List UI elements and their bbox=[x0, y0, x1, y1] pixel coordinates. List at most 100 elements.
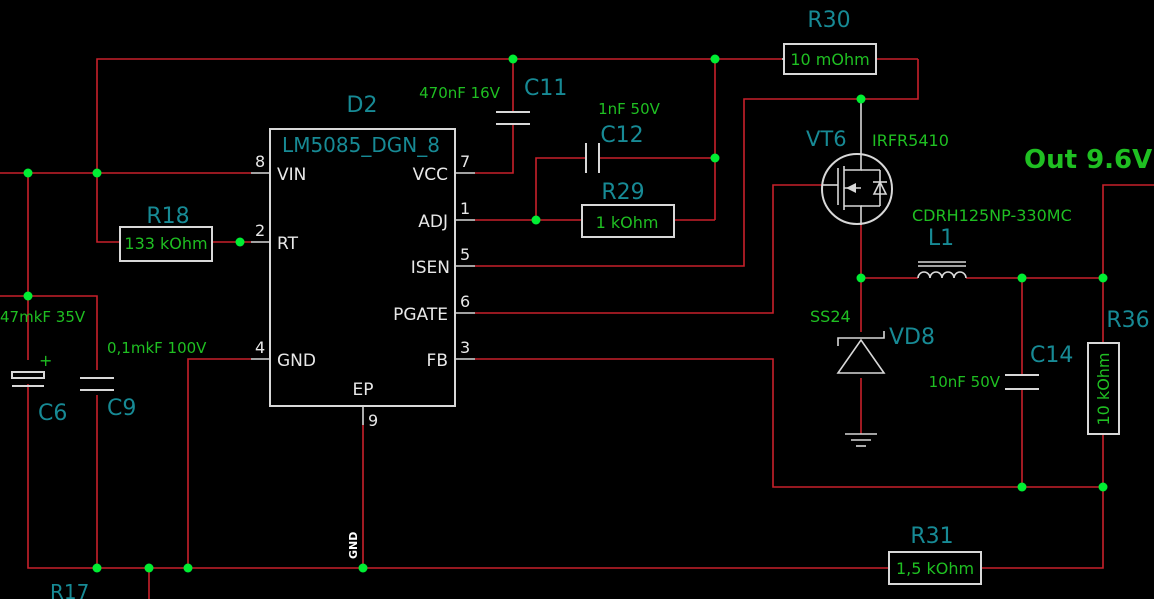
pin-isen-num: 5 bbox=[460, 245, 470, 264]
r29-value: 1 kOhm bbox=[596, 213, 659, 232]
ground-symbol bbox=[845, 433, 877, 447]
junction bbox=[1017, 482, 1027, 492]
vt6-value: IRFR5410 bbox=[872, 131, 949, 150]
wire-c11-vcc bbox=[475, 124, 514, 174]
r18-body bbox=[119, 226, 213, 262]
pin-gnd-name: GND bbox=[277, 351, 316, 371]
vd8-ref: VD8 bbox=[889, 325, 935, 350]
capacitor-c12[interactable]: C12 1nF 50V bbox=[585, 100, 661, 173]
inductor-l1[interactable]: L1 CDRH125NP-330MC bbox=[912, 206, 1072, 279]
l1-ref: L1 bbox=[928, 226, 954, 251]
vd8-bar bbox=[837, 331, 885, 346]
junction bbox=[531, 215, 541, 225]
capacitor-c14[interactable]: C14 10nF 50V bbox=[929, 343, 1074, 391]
wire-out-rail bbox=[1102, 184, 1154, 278]
junction bbox=[710, 153, 720, 163]
resistor-r18[interactable]: R18 133 kOhm bbox=[119, 204, 213, 262]
resistor-r31[interactable]: R31 1,5 kOhm bbox=[888, 524, 982, 585]
l1-coil bbox=[917, 271, 967, 279]
ic-ref: D2 bbox=[347, 93, 378, 118]
vd8-value: SS24 bbox=[810, 307, 851, 326]
diode-vd8[interactable]: VD8 SS24 bbox=[810, 307, 935, 374]
c14-value: 10nF 50V bbox=[929, 373, 1001, 391]
pin-gnd-num: 4 bbox=[255, 338, 265, 357]
r31-ref: R31 bbox=[910, 524, 953, 549]
c11-value: 470nF 16V bbox=[419, 84, 501, 102]
mosfet-vt6[interactable]: VT6 IRFR5410 bbox=[806, 99, 949, 225]
r18-ref: R18 bbox=[146, 204, 189, 229]
wires bbox=[0, 58, 1154, 599]
r31-body bbox=[888, 551, 982, 585]
junction bbox=[710, 54, 720, 64]
resistor-r29[interactable]: R29 1 kOhm bbox=[581, 180, 675, 238]
capacitor-c11[interactable]: C11 470nF 16V bbox=[419, 76, 567, 125]
wire-bottom-rail bbox=[27, 420, 889, 569]
wire-r18-left bbox=[96, 173, 120, 243]
r18-value: 133 kOhm bbox=[124, 234, 207, 253]
pin-adj-name: ADJ bbox=[418, 212, 448, 232]
junction bbox=[1098, 482, 1108, 492]
wire-c9-top bbox=[28, 295, 98, 370]
junction bbox=[144, 563, 154, 573]
resistor-r17[interactable]: R17 bbox=[50, 580, 89, 599]
pin-adj-num: 1 bbox=[460, 199, 470, 218]
capacitor-c6[interactable]: + C6 47mkF 35V bbox=[0, 308, 86, 426]
r29-body bbox=[581, 204, 675, 238]
junction bbox=[856, 273, 866, 283]
wire-pgate bbox=[475, 184, 822, 314]
junction bbox=[23, 291, 33, 301]
c6-plus: + bbox=[39, 351, 52, 370]
pin-vcc-name: VCC bbox=[413, 165, 448, 185]
vt6-arrow bbox=[846, 183, 856, 193]
wire-isen bbox=[475, 98, 861, 267]
pin-fb-num: 3 bbox=[460, 338, 470, 357]
r30-body bbox=[783, 43, 877, 75]
c6-plate-top bbox=[11, 371, 45, 379]
r36-body bbox=[1087, 342, 1120, 435]
pin-rt-name: RT bbox=[277, 234, 299, 254]
wire-gnd-pin bbox=[187, 358, 251, 568]
r30-value: 10 mOhm bbox=[790, 50, 869, 69]
c12-ref: C12 bbox=[600, 123, 643, 148]
wire-fb bbox=[475, 358, 1103, 488]
pin-rt-num: 2 bbox=[255, 221, 265, 240]
vt6-bd-triangle bbox=[872, 180, 888, 195]
vd8-triangle bbox=[836, 338, 886, 374]
wire-r30-to-mosfet bbox=[861, 59, 919, 100]
junction bbox=[183, 563, 193, 573]
wire-r31-right bbox=[981, 487, 1104, 569]
pin-vin-num: 8 bbox=[255, 152, 265, 171]
pin-fb-name: FB bbox=[427, 351, 448, 371]
r31-value: 1,5 kOhm bbox=[896, 559, 974, 578]
junction bbox=[23, 168, 33, 178]
capacitor-c9[interactable]: C9 0,1mkF 100V bbox=[80, 339, 207, 421]
net-label-gnd: GND bbox=[347, 532, 360, 559]
vt6-body bbox=[821, 153, 893, 225]
r29-ref: R29 bbox=[601, 180, 644, 205]
junction bbox=[856, 94, 866, 104]
resistor-r30[interactable]: R30 10 mOhm bbox=[782, 8, 877, 75]
c14-ref: C14 bbox=[1030, 343, 1073, 368]
c6-ref: C6 bbox=[38, 401, 67, 426]
pin-ep-num: 9 bbox=[368, 411, 378, 430]
ic-d2[interactable]: D2 LM5085_DGN_8 VIN RT GND VCC ADJ ISEN … bbox=[251, 93, 475, 430]
ic-part: LM5085_DGN_8 bbox=[282, 133, 440, 157]
pin-ep-name: EP bbox=[353, 380, 374, 400]
junction bbox=[235, 237, 245, 247]
c11-ref: C11 bbox=[524, 76, 567, 101]
wire-c12-left bbox=[535, 157, 586, 220]
r30-ref: R30 bbox=[807, 8, 850, 33]
resistor-r36[interactable]: R36 10 kOhm bbox=[1087, 308, 1150, 435]
junction bbox=[1098, 273, 1108, 283]
junctions bbox=[23, 54, 1108, 573]
pin-isen-name: ISEN bbox=[411, 258, 450, 278]
pin-pgate-name: PGATE bbox=[393, 305, 448, 325]
net-label-output: Out 9.6V bbox=[1024, 145, 1152, 175]
vt6-ref: VT6 bbox=[806, 127, 847, 151]
junction bbox=[92, 563, 102, 573]
c6-value: 47mkF 35V bbox=[0, 308, 86, 326]
l1-value: CDRH125NP-330MC bbox=[912, 206, 1072, 225]
pin-vin-name: VIN bbox=[277, 165, 306, 185]
r36-ref: R36 bbox=[1106, 308, 1149, 333]
